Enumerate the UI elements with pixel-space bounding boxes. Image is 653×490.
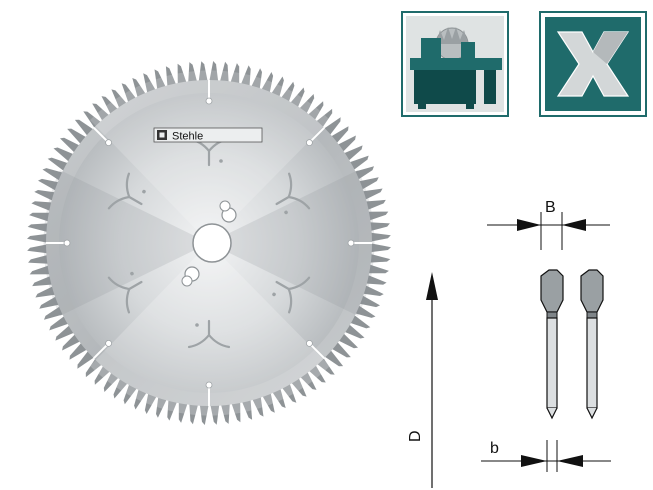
dimension-drawing (426, 212, 611, 488)
saw-tooth (35, 285, 58, 298)
saw-tooth (189, 401, 199, 425)
slot-end-hole (63, 239, 71, 247)
saw-tooth (31, 201, 55, 212)
slot-end-hole (105, 139, 112, 147)
saw-tooth (177, 63, 188, 87)
saw-tooth (156, 394, 168, 418)
saw-tooth (219, 61, 229, 85)
y-ornament (275, 172, 311, 215)
saw-tooth (229, 63, 240, 86)
x-cut-icon (539, 11, 647, 117)
saw-tooth (209, 61, 219, 84)
laser-cut-ornaments (107, 137, 311, 349)
saw-tooth (363, 199, 386, 211)
arbor-hole (192, 223, 232, 263)
saw-tooth (366, 263, 389, 274)
y-ornament (107, 271, 143, 314)
kerf-width-label: B (545, 199, 556, 216)
saw-tooth (241, 397, 253, 420)
body-thickness-label: b (490, 440, 499, 457)
expansion-slot (92, 342, 110, 360)
body-arrow-right-icon (557, 455, 583, 467)
expansion-slots (46, 80, 372, 406)
expansion-slot (308, 126, 326, 144)
saw-tooth (250, 68, 262, 92)
saw-tooth (39, 295, 62, 309)
saw-tooth (357, 294, 380, 308)
saw-tooth (165, 66, 177, 89)
tooth-profile-left (540, 269, 564, 420)
pin-hole-bottom-small (181, 275, 193, 287)
expansion-slot (92, 126, 110, 144)
slot-end-hole (305, 339, 313, 347)
saw-tooth (365, 211, 389, 222)
expansion-slot (308, 342, 326, 360)
saw-tooth (178, 400, 189, 423)
saw-tooth (27, 244, 50, 254)
saw-tooth (29, 212, 52, 223)
saw-blade: Stehle (27, 61, 391, 425)
saw-tooth (188, 62, 198, 85)
saw-tooth (143, 73, 157, 96)
saw-tooth (368, 243, 391, 253)
saw-tooth (29, 264, 53, 275)
tooth-profile-right (580, 269, 604, 420)
saw-tooth (27, 233, 50, 243)
diameter-arrow-icon (426, 272, 438, 300)
saw-tooth (367, 222, 390, 232)
slot-end-hole (105, 339, 112, 347)
saw-tooth (240, 65, 251, 89)
diameter-label: D (407, 430, 424, 442)
slot-end-hole (205, 381, 213, 389)
table-saw-machine-icon (401, 11, 509, 117)
y-ornament (272, 276, 311, 314)
saw-tooth (260, 72, 274, 95)
saw-tooth (27, 223, 51, 233)
slot-end-hole (205, 97, 213, 105)
saw-tooth (144, 391, 158, 414)
y-ornament (187, 319, 231, 349)
saw-tooth (367, 253, 391, 263)
saw-tooth (261, 390, 275, 413)
saw-tooth (230, 399, 241, 423)
saw-tooth (198, 61, 208, 84)
saw-tooth (360, 284, 384, 296)
saw-tooth (28, 254, 51, 264)
slot-end-hole (347, 239, 355, 247)
saw-tooth (220, 401, 230, 424)
logo-text: Stehle (172, 131, 203, 143)
blade-shade-left (43, 170, 209, 316)
saw-tooth (368, 232, 391, 242)
pin-hole-top-small (219, 200, 231, 212)
kerf-arrow-right-icon (562, 219, 586, 231)
saw-tooth (363, 274, 387, 285)
saw-tooth (210, 402, 220, 425)
saw-tooth (356, 177, 379, 191)
saw-tooth (251, 394, 264, 417)
saw-tooth (154, 69, 167, 92)
kerf-arrow-left-icon (517, 219, 541, 231)
saw-tooth (360, 188, 383, 201)
body-arrow-left-icon (521, 455, 547, 467)
saw-tooth (167, 397, 178, 421)
stehle-logo: Stehle (153, 127, 263, 143)
slot-end-hole (305, 139, 313, 147)
y-ornament (107, 172, 146, 210)
blade-shade-right (209, 170, 375, 316)
saw-tooth (32, 275, 55, 287)
saw-tooth (38, 178, 61, 192)
saw-tooth (34, 190, 58, 202)
saw-tooth (199, 402, 209, 425)
